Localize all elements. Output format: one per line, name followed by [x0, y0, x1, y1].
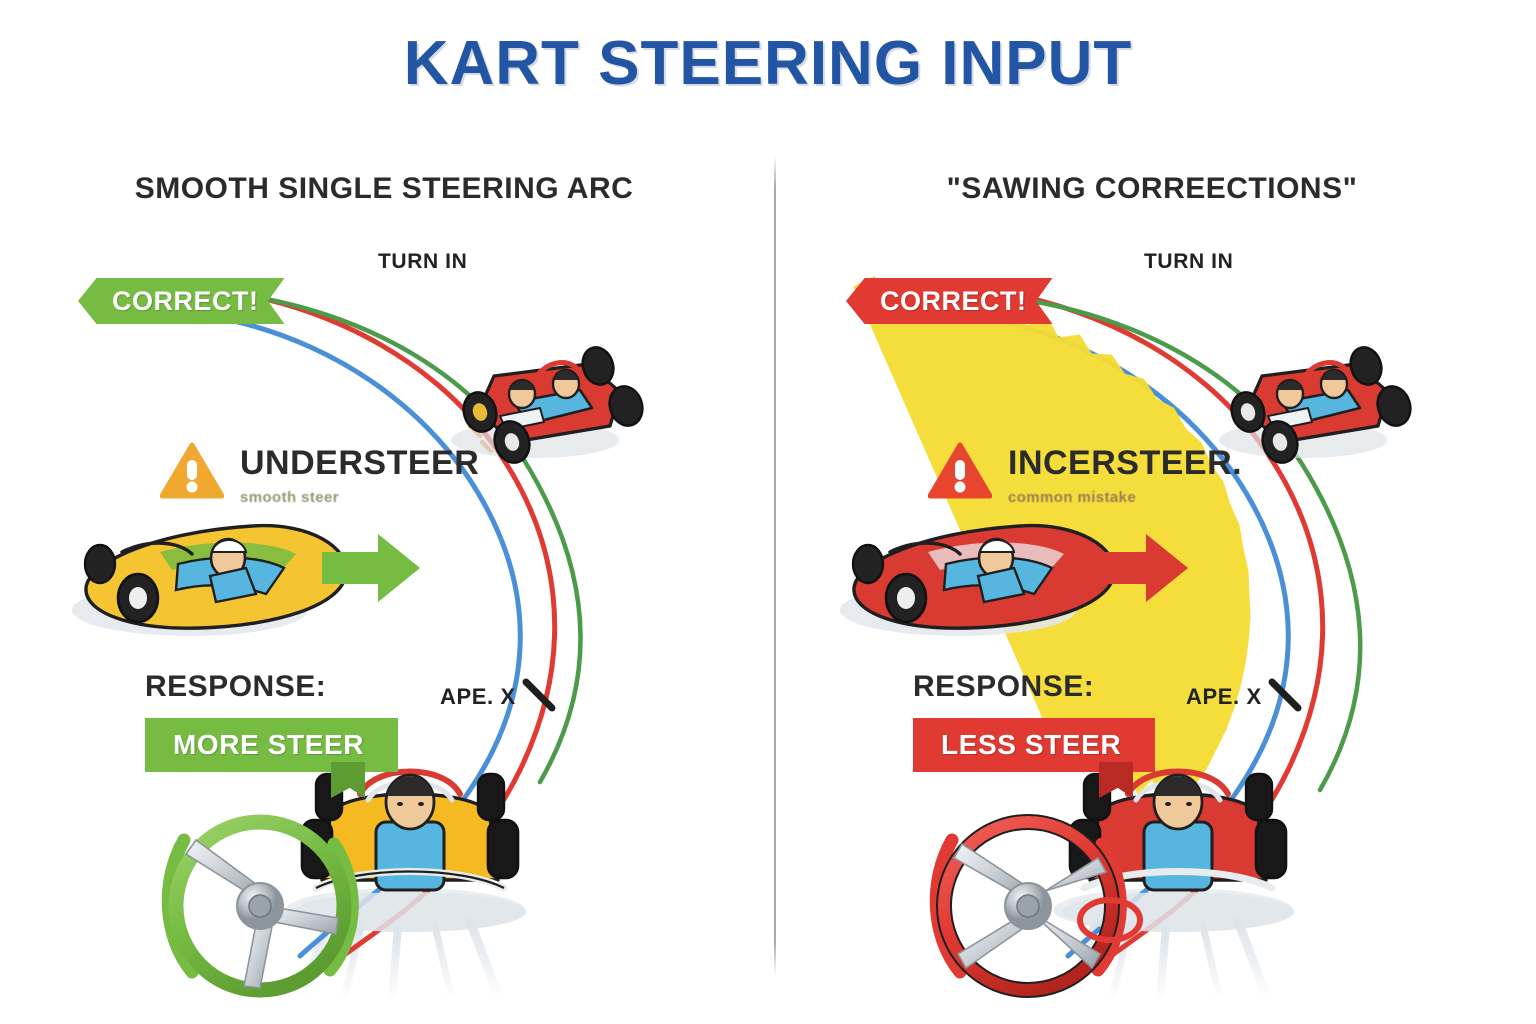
verdict-label-right: CORRECT! — [880, 285, 1027, 316]
apex-text-right: APE. X — [1186, 684, 1262, 709]
verdict-badge-right: CORRECT! — [846, 278, 1053, 324]
fault-subtitle-left: smooth steer — [240, 489, 339, 506]
response-label-left: RESPONSE: — [145, 670, 327, 703]
panel-heading-right: "SAWING CORREECTIONS" — [946, 172, 1358, 205]
driver-understeer-left — [208, 537, 258, 604]
apex-text-left: APE. X — [440, 684, 516, 709]
turn-in-marker-left: TURN IN — [378, 250, 467, 280]
verdict-label-left: CORRECT! — [112, 285, 259, 316]
fault-block-left: UNDERSTEER smooth steer — [160, 442, 479, 506]
fault-subtitle-right: common mistake — [1008, 489, 1137, 506]
apex-pointer-icon-left — [522, 678, 556, 712]
turn-in-marker-right: TURN IN — [1144, 250, 1233, 280]
warning-triangle-icon-left — [160, 442, 224, 499]
wheel-grip-marker-right — [1077, 897, 1143, 943]
warning-triangle-icon-right — [928, 442, 992, 499]
response-block-right: RESPONSE: LESS STEER — [913, 670, 1156, 798]
fault-text-right: INCERSTEER. common mistake — [1008, 442, 1242, 506]
page-title: KART STEERING INPUT — [403, 29, 1133, 98]
panel-incorrect-technique: "SAWING CORREECTIONS" — [768, 150, 1536, 1000]
panel-heading-left: SMOOTH SINGLE STEERING ARC — [134, 172, 634, 205]
wheel-spokes-right — [952, 842, 1108, 970]
driver-head-rear-left — [551, 368, 581, 400]
oversteer-push-arrow — [1090, 534, 1188, 602]
verdict-badge-left: CORRECT! — [78, 278, 285, 324]
driver-head-rear-right — [1319, 368, 1349, 400]
fault-block-right: INCERSTEER. common mistake — [928, 442, 1242, 506]
response-ribbon-wrap-right: LESS STEER — [913, 718, 1156, 798]
fault-title-right: INCERSTEER. — [1008, 444, 1243, 482]
driver-apex-right — [1152, 773, 1204, 831]
driver-apex-left — [384, 773, 436, 831]
wheel-rotation-arc-left-2 — [323, 837, 359, 977]
driver-head-front-right — [1275, 378, 1305, 410]
driver-head-front-left — [507, 378, 537, 410]
apex-pointer-icon-right — [1268, 678, 1302, 712]
left-track-illustration — [72, 283, 644, 1000]
wheel-rotation-arc-right-2 — [1091, 837, 1127, 977]
panel-correct-technique: SMOOTH SINGLE STEERING ARC — [0, 150, 768, 1000]
response-ribbon-wrap-left: MORE STEER — [145, 718, 399, 798]
panel-divider — [774, 155, 776, 975]
response-block-left: RESPONSE: MORE STEER — [145, 670, 399, 798]
driver-oversteer-right — [976, 537, 1026, 604]
kart-entry-left — [451, 346, 644, 464]
apex-label-left: APE. X — [440, 678, 556, 712]
understeer-push-arrow — [322, 534, 420, 602]
fault-title-left: UNDERSTEER — [240, 444, 480, 482]
turn-in-label-right: TURN IN — [1144, 250, 1234, 273]
fault-text-left: UNDERSTEER smooth steer — [240, 442, 479, 506]
turn-in-label-left: TURN IN — [378, 250, 468, 273]
right-track-illustration — [840, 275, 1412, 1000]
apex-label-right: APE. X — [1186, 678, 1302, 712]
steering-wheel-right — [929, 814, 1143, 998]
kart-oversteer-right — [840, 523, 1188, 636]
kart-understeer-left — [72, 523, 420, 636]
steering-wheel-left — [161, 814, 359, 998]
kart-entry-right — [1219, 346, 1412, 464]
response-label-right: RESPONSE: — [913, 670, 1095, 703]
